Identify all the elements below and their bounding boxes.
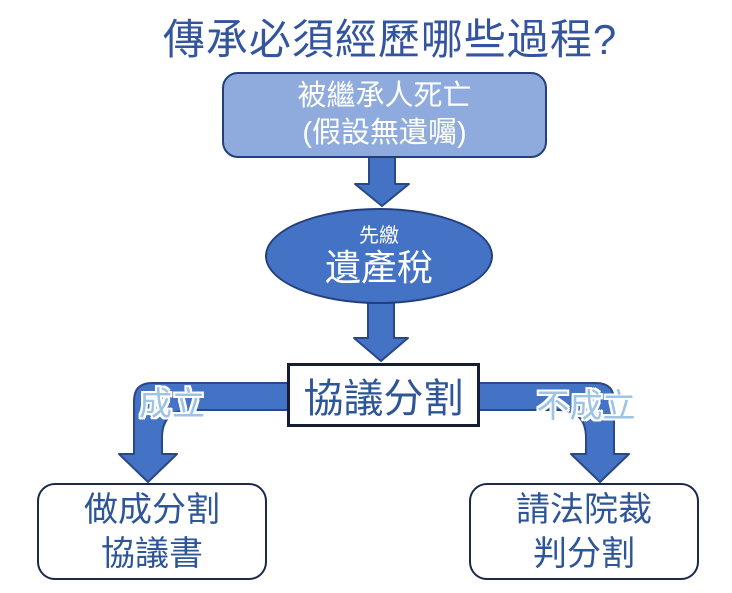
elbow-arrow-left-icon — [118, 382, 290, 483]
result-node-agreement: 做成分割 協議書 — [37, 483, 267, 580]
estate-tax-node-line1: 先繳 — [359, 225, 399, 247]
start-node-line1: 被繼承人死亡 — [297, 80, 472, 112]
result-node-agreement-line1: 做成分割 — [84, 490, 220, 529]
result-node-court: 請法院裁 判分割 — [469, 483, 699, 580]
result-node-agreement-line2: 協議書 — [101, 534, 203, 573]
arrow-down-tax-to-decision-icon — [353, 302, 409, 362]
start-node: 被繼承人死亡 (假設無遺囑) — [222, 72, 547, 158]
estate-tax-node-line2: 遺產稅 — [324, 247, 433, 288]
decision-node: 協議分割 — [287, 363, 480, 427]
estate-tax-node: 先繳 遺產稅 — [265, 208, 493, 304]
arrow-down-start-to-tax-icon — [354, 155, 410, 207]
result-node-court-line2: 判分割 — [533, 534, 635, 573]
branch-label-not-established: 不成立 — [536, 387, 636, 424]
result-node-court-line1: 請法院裁 — [516, 490, 652, 529]
decision-node-label: 協議分割 — [303, 377, 464, 421]
elbow-arrow-right-icon — [477, 382, 630, 483]
start-node-line2: (假設無遺囑) — [302, 117, 467, 149]
branch-label-established: 成立 — [139, 385, 205, 422]
page-title: 傳承必須經歷哪些過程? — [162, 16, 618, 63]
